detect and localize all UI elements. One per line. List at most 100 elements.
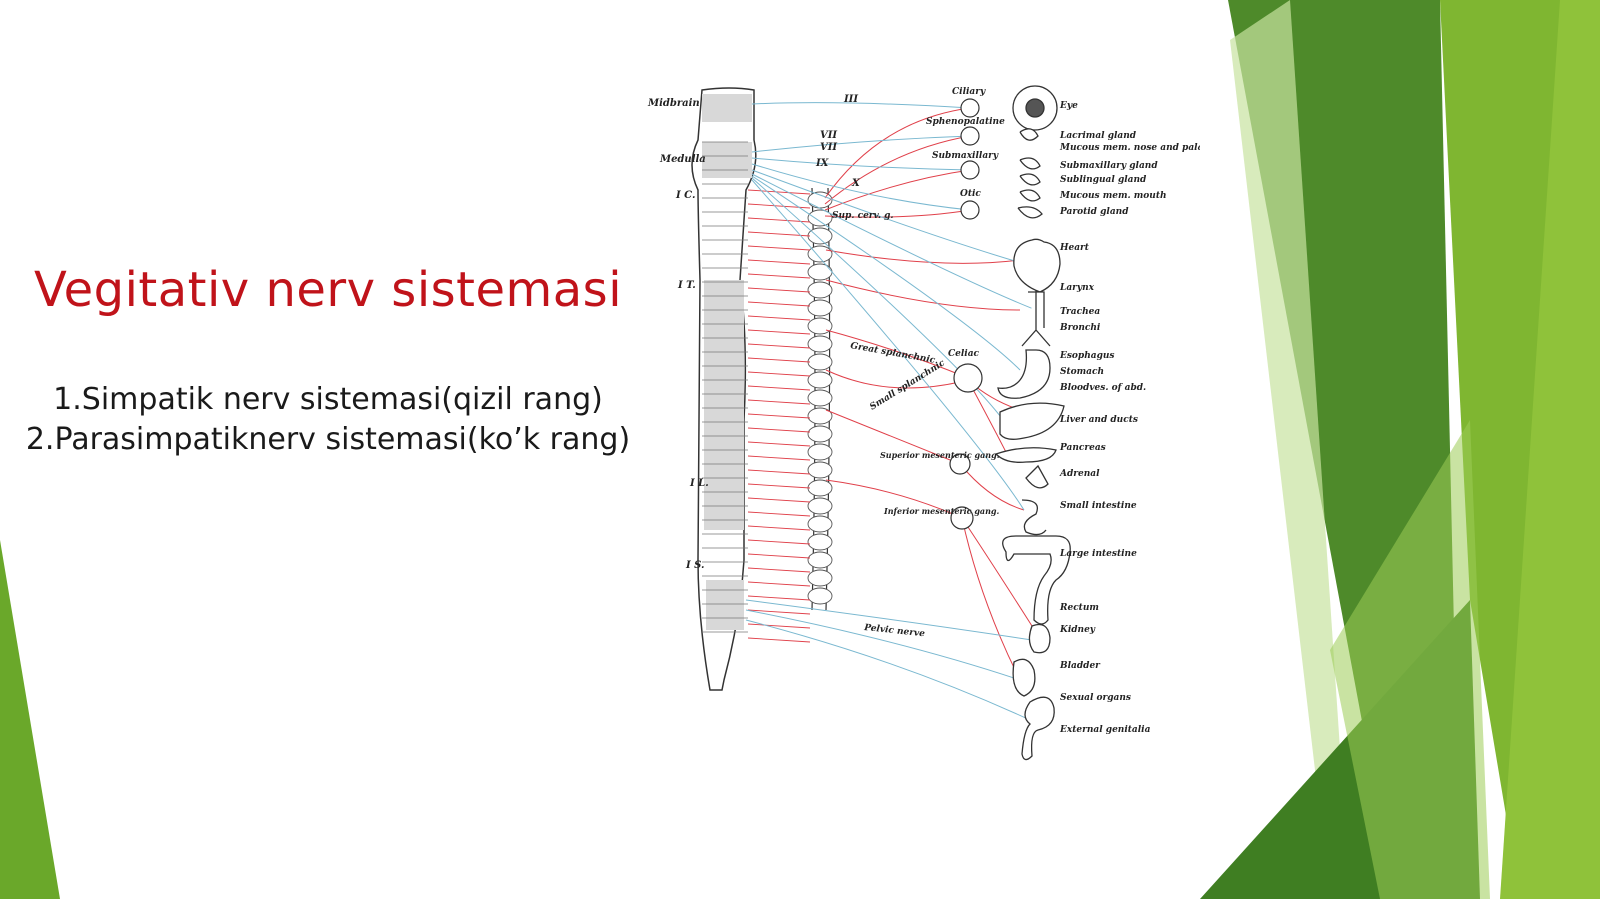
organ-heart [1013, 238, 1061, 293]
sacral-region [706, 580, 744, 630]
label-cn-vii-a: VII [820, 130, 837, 141]
sympathetic-ramus [747, 343, 811, 349]
label-great-splanchnic: Great splanchnic [849, 341, 936, 366]
label-c1: I C. [675, 190, 695, 201]
sympathetic-ramus [747, 287, 811, 293]
parasympathetic-fibre [751, 169, 1033, 267]
bg-shape-bottom-light [1330, 420, 1490, 899]
chain-ganglion [807, 461, 833, 479]
chain-ganglion [807, 353, 833, 371]
sympathetic-chain [807, 187, 833, 611]
parasympathetic-fibre [751, 163, 971, 211]
ganglion-inf-mesenteric [950, 506, 974, 530]
chain-ganglion [807, 191, 833, 209]
midbrain-region [702, 94, 752, 122]
bg-shape-pale-strip [1230, 0, 1350, 899]
sympathetic-ramus [747, 399, 811, 405]
organ-label: Larynx [1059, 283, 1095, 293]
bg-shape-right-mid [1500, 0, 1600, 899]
ganglion-otic [960, 200, 980, 220]
ganglion-ciliary [960, 98, 980, 118]
organ-label: Submaxillary gland [1060, 161, 1158, 171]
organ-label: Bladder [1059, 661, 1101, 671]
list-item-sympathetic: 1.Simpatik nerv sistemasi(qizil rang) [53, 382, 603, 417]
organ-label: Rectum [1059, 603, 1099, 613]
parasympathetic-fibre [745, 599, 1033, 641]
chain-ganglion [807, 209, 833, 227]
sympathetic-fibre [825, 249, 1021, 264]
sympathetic-ramus [747, 567, 811, 573]
chain-ganglion [807, 551, 833, 569]
chain-ganglion [807, 281, 833, 299]
organ-liver [999, 402, 1065, 440]
label-pelvic-nerve: Pelvic nerve [863, 623, 926, 639]
label-t1: I T. [677, 280, 696, 291]
organ-label: Bronchi [1059, 323, 1101, 333]
sympathetic-fibre [824, 169, 971, 211]
organ-label: Sublingual gland [1060, 175, 1147, 185]
sympathetic-ramus [747, 203, 811, 209]
sympathetic-ramus [747, 525, 811, 531]
sympathetic-ramus [747, 497, 811, 503]
organ-bladder [1012, 658, 1036, 697]
label-otic: Otic [960, 189, 981, 199]
label-midbrain: Midbrain [647, 98, 700, 109]
chain-ganglion [807, 569, 833, 587]
sympathetic-fibre [825, 369, 969, 389]
organ-label: Sexual organs [1060, 693, 1131, 703]
organs [994, 85, 1071, 761]
chain-ganglion [807, 371, 833, 389]
organ-label: Heart [1059, 243, 1090, 253]
sympathetic-ramus [747, 483, 811, 489]
sympathetic-ramus [747, 245, 811, 251]
sympathetic-ramus [747, 315, 811, 321]
chain-ganglion [807, 299, 833, 317]
organ-eye-pupil [1025, 98, 1045, 118]
bg-shape-left [0, 540, 60, 899]
label-cn-ix: IX [815, 158, 830, 169]
sympathetic-ramus [747, 217, 811, 223]
sympathetic-ramus [747, 413, 811, 419]
parasympathetic-fibre [751, 173, 1037, 311]
sympathetic-fibre [961, 517, 1033, 627]
sympathetic-ramus [747, 609, 811, 615]
organ-label: External genitalia [1059, 725, 1151, 735]
sympathetic-fibre [824, 135, 971, 205]
sympathetic-fibre [825, 329, 969, 379]
sympathetic-ramus [747, 329, 811, 335]
sympathetic-ramus [747, 273, 811, 279]
chain-ganglion [807, 587, 833, 605]
organ-label: Pancreas [1059, 443, 1106, 453]
chain-ganglion [807, 515, 833, 533]
organ-label: Esophagus [1059, 351, 1115, 361]
parasympathetic-fibre [751, 102, 971, 109]
ganglia [949, 98, 983, 530]
ganglion-sup-mesenteric [949, 453, 971, 475]
chain-ganglion [807, 443, 833, 461]
chain-ganglion [807, 497, 833, 515]
organ-large-intestine [1002, 535, 1071, 625]
organ-kidney [1028, 623, 1051, 654]
nerve-fibres [745, 102, 1037, 721]
thoracic-region [704, 280, 744, 530]
organ-stomach [997, 349, 1051, 399]
label-celiac: Celiac [948, 349, 980, 359]
list-item-parasympathetic: 2.Parasimpatiknerv sistemasi(ko’k rang) [25, 422, 631, 457]
slide-list: 1.Simpatik nerv sistemasi(qizil rang) 2.… [0, 380, 656, 460]
ganglion-submaxillary [960, 160, 980, 180]
medulla-region [702, 142, 752, 178]
label-l1: I L. [689, 478, 709, 489]
chain-ganglion [807, 479, 833, 497]
chain-ganglion [807, 335, 833, 353]
label-sphenopalatine: Sphenopalatine [926, 117, 1005, 127]
parasympathetic-fibre [751, 175, 1021, 371]
organ-label: Eye [1059, 101, 1078, 111]
label-cn-vii-b: VII [820, 142, 837, 153]
organ-small-intestine [1021, 499, 1047, 536]
parasympathetic-fibre [751, 179, 1025, 511]
sympathetic-fibre [824, 209, 971, 218]
parasympathetic-fibre [751, 177, 1011, 431]
label-s1: I S. [685, 560, 705, 571]
sympathetic-fibre [825, 409, 961, 465]
